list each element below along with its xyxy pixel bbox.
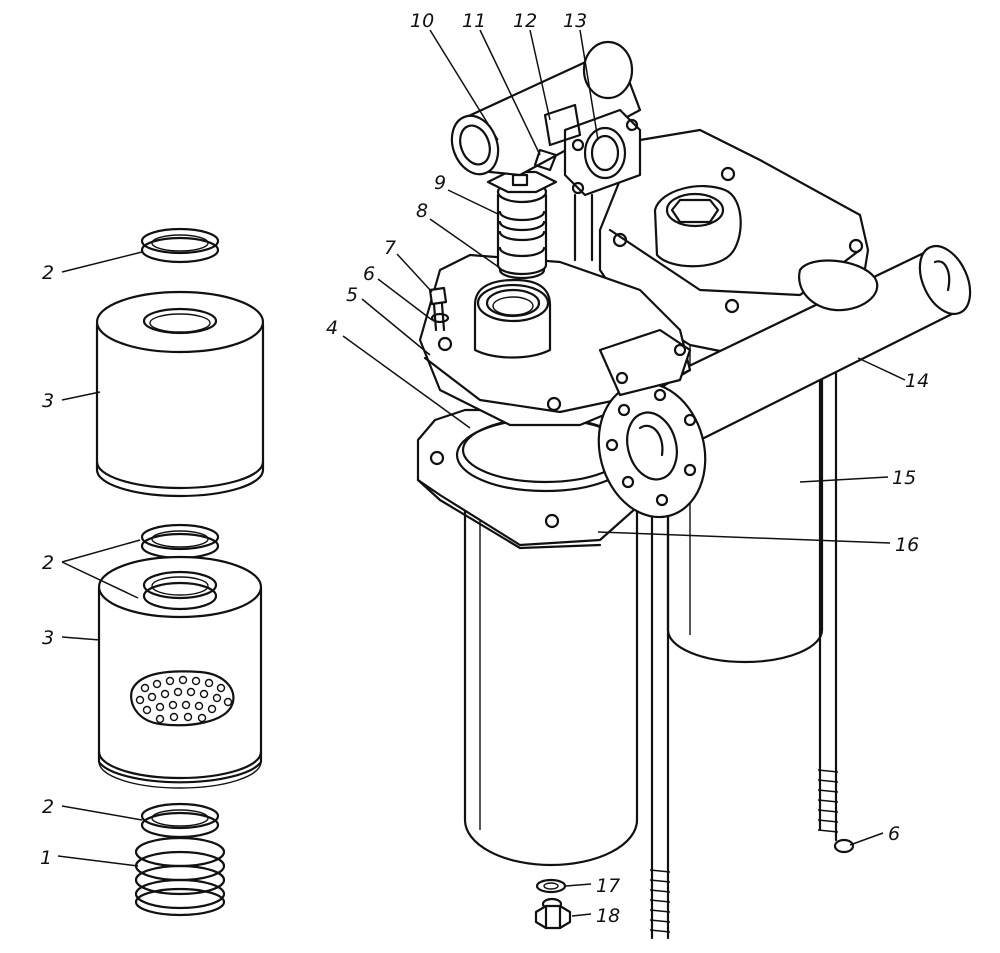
- middle-seal-rings: [140, 523, 220, 560]
- callout-10: 10: [410, 10, 434, 32]
- callout-2-top: 2: [42, 262, 54, 284]
- callout-13: 13: [563, 10, 587, 32]
- callout-9: 9: [434, 172, 446, 194]
- drain-washer: [535, 878, 567, 894]
- callout-2-bottom: 2: [42, 796, 54, 818]
- tie-rods: [649, 358, 855, 940]
- callout-12: 12: [513, 10, 537, 32]
- outlet-pipe: [658, 244, 972, 447]
- callout-8: 8: [416, 200, 428, 222]
- callout-6-upper: 6: [363, 263, 375, 285]
- callout-17: 17: [596, 875, 620, 897]
- callout-7: 7: [384, 237, 396, 259]
- bottom-seal-ring: [140, 802, 220, 839]
- inlet-flange: [597, 328, 707, 519]
- bolt-and-washer: [428, 286, 450, 332]
- callout-3-upper: 3: [42, 390, 54, 412]
- callout-1: 1: [40, 847, 52, 869]
- upper-filter-element: [95, 290, 265, 498]
- callout-15: 15: [892, 467, 916, 489]
- front-canister: [463, 498, 639, 867]
- callout-4: 4: [326, 317, 338, 339]
- leader-lines: [57, 29, 906, 917]
- callout-18: 18: [596, 905, 620, 927]
- twin-filter-assembly: [416, 40, 972, 940]
- callout-2-middle: 2: [42, 552, 54, 574]
- top-seal-ring: [140, 227, 220, 264]
- top-pipe-assembly: [450, 40, 642, 262]
- spring: [134, 836, 226, 917]
- perforation-pattern: [130, 670, 235, 727]
- callout-3-lower: 3: [42, 627, 54, 649]
- callout-11: 11: [462, 10, 486, 32]
- lower-filter-element: [97, 555, 263, 789]
- valve: [486, 170, 558, 280]
- drain-plug: [534, 897, 572, 930]
- rear-filter-head: [598, 128, 870, 357]
- callout-labels: 1 2 2 2 3 3 4 5 6 6 7 8 9 10 11 12 13 14…: [40, 10, 929, 927]
- callout-14: 14: [905, 370, 929, 392]
- callout-5: 5: [346, 284, 358, 306]
- callout-6-lower: 6: [888, 823, 900, 845]
- callout-16: 16: [895, 534, 919, 556]
- exploded-filter-elements: [95, 227, 265, 917]
